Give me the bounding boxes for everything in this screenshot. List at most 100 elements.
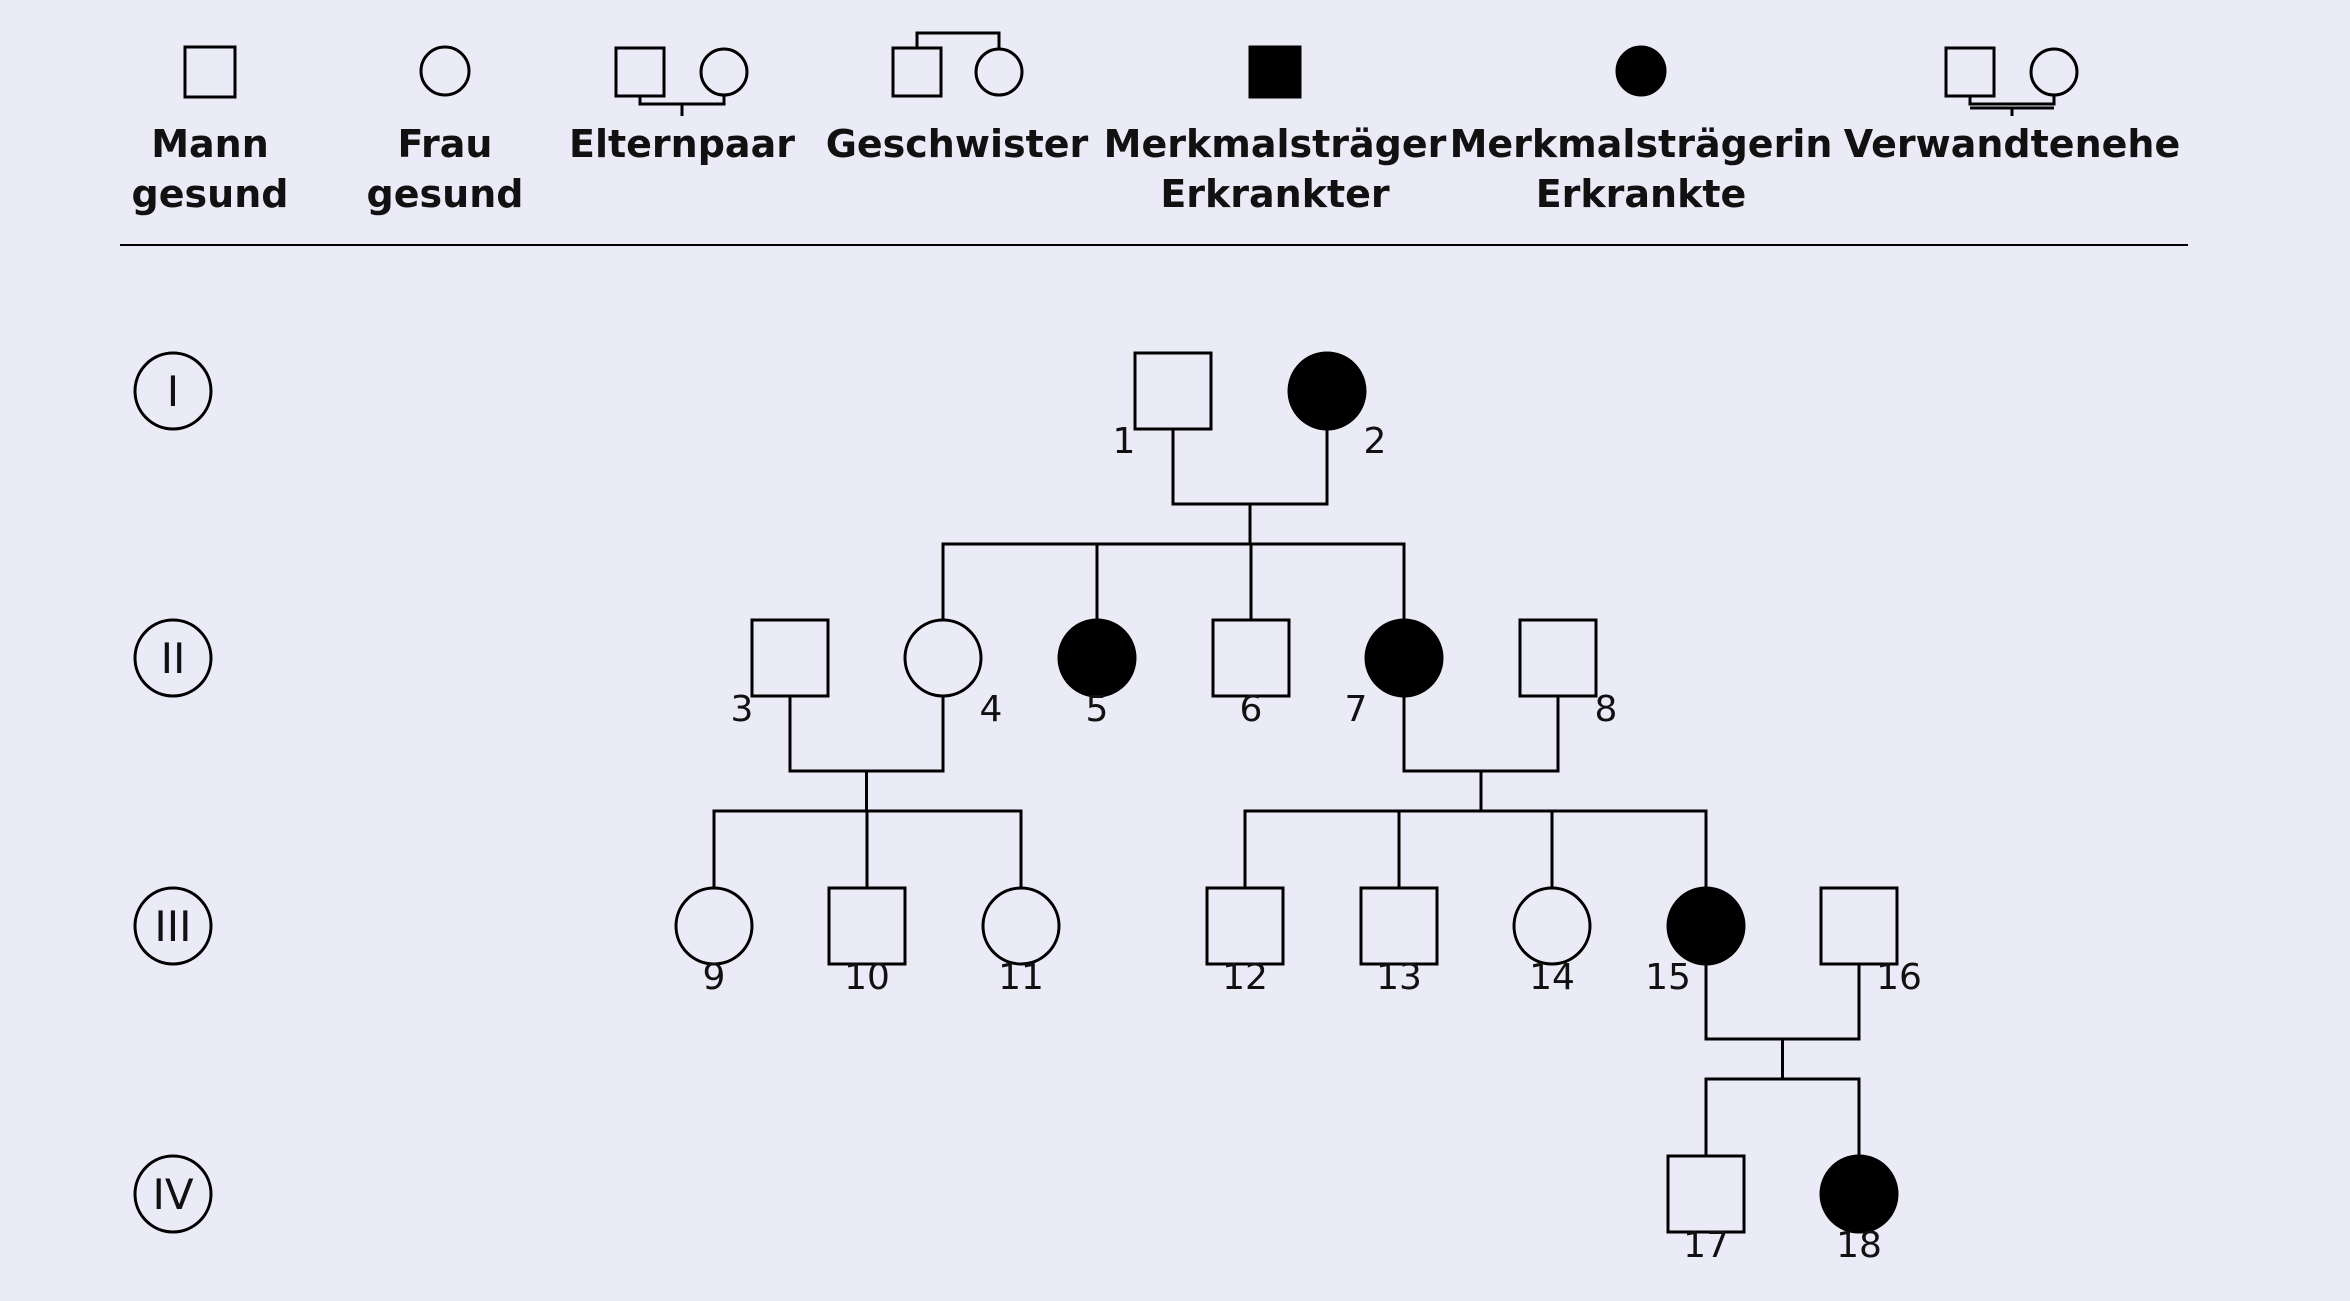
legend-item: Elternpaar	[569, 46, 795, 166]
male-symbol	[750, 618, 830, 698]
legend-label: Frau	[398, 122, 493, 166]
generation-circle	[133, 886, 213, 966]
generation-numeral: IV	[152, 1170, 193, 1219]
individual-number: 18	[1836, 1225, 1882, 1266]
individual-number: 12	[1222, 957, 1268, 998]
individual: 7	[1345, 618, 1444, 730]
generation-numeral: III	[154, 902, 191, 951]
generation-label: III	[133, 886, 213, 966]
individual: 13	[1359, 886, 1439, 998]
individual: 17	[1666, 1154, 1746, 1266]
individual: 4	[903, 618, 1003, 730]
legend-sublabel: Erkrankter	[1160, 172, 1390, 216]
individual-number: 10	[844, 957, 890, 998]
legend-item: Geschwister	[826, 31, 1089, 166]
individual-number: 3	[731, 689, 754, 730]
individual-number: 8	[1595, 689, 1618, 730]
legend-label: Merkmalsträger	[1104, 122, 1447, 166]
individual: 10	[827, 886, 907, 998]
individual-number: 6	[1240, 689, 1263, 730]
affected-female-symbol	[1615, 45, 1667, 97]
affected-female-symbol	[1364, 618, 1444, 698]
legend-label: Geschwister	[826, 122, 1089, 166]
affected-female-symbol	[1666, 886, 1746, 966]
individual-number: 17	[1683, 1225, 1729, 1266]
individual: 18	[1819, 1154, 1899, 1266]
male-symbol	[1518, 618, 1598, 698]
individual-number: 9	[703, 957, 726, 998]
male-symbol	[1205, 886, 1285, 966]
individual-number: 4	[980, 689, 1003, 730]
individual-number: 7	[1345, 689, 1368, 730]
individual: 15	[1645, 886, 1746, 998]
male-symbol	[183, 45, 237, 99]
male-symbol	[827, 886, 907, 966]
individual: 8	[1518, 618, 1618, 730]
individual-number: 5	[1086, 689, 1109, 730]
generation-circle	[133, 351, 213, 431]
female-symbol	[1512, 886, 1592, 966]
legend-label: Mann	[151, 122, 269, 166]
generation-circle	[133, 1154, 213, 1234]
female-symbol	[2029, 47, 2079, 97]
individual-number: 11	[998, 957, 1044, 998]
legend-item: Mann gesund	[132, 45, 289, 216]
relationship-lines	[712, 427, 1861, 1158]
male-symbol	[1133, 351, 1213, 431]
generation-label: I	[133, 351, 213, 431]
legend-item: Verwandtenehe	[1844, 46, 2180, 166]
individual: 1	[1113, 351, 1213, 462]
affected-male-symbol	[1248, 45, 1302, 99]
sibship-line	[915, 31, 1001, 49]
male-symbol	[1211, 618, 1291, 698]
individual: 6	[1211, 618, 1291, 730]
affected-female-symbol	[1057, 618, 1137, 698]
legend-label: Merkmalsträgerin	[1450, 122, 1833, 166]
generation-numeral: II	[161, 634, 186, 683]
individual-number: 14	[1529, 957, 1575, 998]
legend-sublabel: gesund	[367, 172, 524, 216]
individual: 14	[1512, 886, 1592, 998]
individual-number: 16	[1876, 957, 1922, 998]
female-symbol	[419, 45, 471, 97]
generation-numeral: I	[167, 367, 179, 416]
individual: 11	[981, 886, 1061, 998]
affected-female-symbol	[1819, 1154, 1899, 1234]
generation-label: IV	[133, 1154, 213, 1234]
legend-sublabel: Erkrankte	[1536, 172, 1747, 216]
female-symbol	[981, 886, 1061, 966]
legend-sublabel: gesund	[132, 172, 289, 216]
generation-circle	[133, 618, 213, 698]
male-symbol	[891, 46, 943, 98]
male-symbol	[1666, 1154, 1746, 1234]
male-symbol	[1819, 886, 1899, 966]
individual: 2	[1287, 351, 1387, 462]
individual-number: 15	[1645, 957, 1691, 998]
legend-label: Elternpaar	[569, 122, 795, 166]
female-symbol	[903, 618, 983, 698]
individual: 12	[1205, 886, 1285, 998]
legend: Mann gesund Frau gesund Elternpaar Geschwiste…	[132, 31, 2180, 216]
couple-line	[1968, 95, 2056, 106]
legend-label: Verwandtenehe	[1844, 122, 2180, 166]
individual: 9	[674, 886, 754, 998]
generation-label: II	[133, 618, 213, 698]
female-symbol	[974, 47, 1024, 97]
individual-number: 1	[1113, 421, 1136, 462]
individual: 3	[731, 618, 830, 730]
female-symbol	[674, 886, 754, 966]
legend-item: Frau gesund	[367, 45, 524, 216]
male-symbol	[1944, 46, 1996, 98]
male-symbol	[614, 46, 666, 98]
individual-number: 13	[1376, 957, 1422, 998]
individual-number: 2	[1364, 421, 1387, 462]
male-symbol	[1359, 886, 1439, 966]
female-symbol	[699, 47, 749, 97]
individual: 16	[1819, 886, 1922, 998]
affected-female-symbol	[1287, 351, 1367, 431]
